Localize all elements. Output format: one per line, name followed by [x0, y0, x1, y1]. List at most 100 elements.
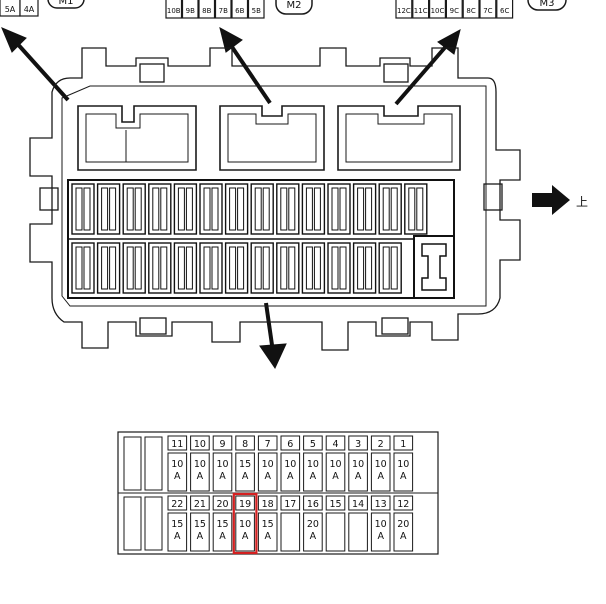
connector-m1-label: M1 — [59, 0, 74, 7]
fuse-unit: A — [264, 531, 271, 542]
fuse-number: 11 — [171, 439, 183, 450]
connector-m2-pin-box — [165, 0, 183, 19]
blade-fuse — [352, 242, 377, 294]
blade-fuse — [173, 242, 198, 294]
fuse-number: 14 — [352, 499, 364, 510]
fuse-unit: A — [377, 531, 384, 542]
blade-fuse — [250, 242, 274, 294]
fuse-unit: A — [400, 471, 407, 482]
blade-fuse — [96, 242, 121, 294]
blade-fuse — [327, 242, 351, 294]
relay-socket — [413, 235, 455, 299]
connector-m2-pin: 8B — [202, 7, 211, 15]
fuse-cell-3: 3 10A — [348, 435, 368, 492]
fuse-amperage: 15 — [262, 519, 274, 530]
fuse-unit: A — [197, 531, 204, 542]
fuse-number: 9 — [219, 439, 225, 450]
fuse-amperage: 10 — [375, 459, 387, 470]
blade-fuse — [352, 183, 377, 235]
socket-m1 — [77, 105, 197, 171]
blade-fuse — [122, 242, 146, 294]
fuse-amperage: 15 — [194, 519, 206, 530]
fuse-number: 6 — [287, 439, 293, 450]
fuse-amperage: 10 — [397, 459, 409, 470]
fuse-amperage: 15 — [171, 519, 183, 530]
fuse-amperage: 10 — [171, 459, 183, 470]
blade-fuse — [250, 183, 274, 235]
fuse-cell-21: 21 15A — [190, 495, 210, 552]
blade-fuse — [378, 242, 402, 294]
fuse-amperage: 15 — [216, 519, 228, 530]
fuse-number: 7 — [265, 439, 271, 450]
fuse-number: 18 — [262, 499, 274, 510]
fuse-unit: A — [219, 531, 226, 542]
connector-m3-pin-box — [445, 0, 463, 19]
fuse-unit: A — [174, 531, 181, 542]
fuse-amperage: 10 — [216, 459, 228, 470]
connector-m3-pin-box — [395, 0, 413, 19]
fuse-unit: A — [242, 531, 249, 542]
blade-fuse — [173, 183, 198, 235]
connector-m2-pin: 6B — [235, 7, 244, 15]
fuse-amperage: 10 — [329, 459, 341, 470]
connector-m2-pin-box — [247, 0, 265, 19]
fuse-unit: A — [242, 471, 249, 482]
fuse-unit: A — [355, 471, 362, 482]
blade-fuse — [276, 183, 300, 235]
fuse-amperage: 20 — [397, 519, 409, 530]
direction-arrow: 上 — [532, 185, 588, 215]
blade-fuse — [301, 183, 326, 235]
connector-m3-label: M3 — [540, 0, 555, 9]
fuse-number: 16 — [307, 499, 319, 510]
fuse-number: 13 — [375, 499, 387, 510]
blade-fuse — [276, 242, 300, 294]
fuse-number: 1 — [400, 439, 406, 450]
socket-m3 — [337, 105, 461, 171]
fuse-number: 19 — [239, 499, 251, 510]
connector-m2-pin-box — [198, 0, 216, 19]
fuse-cell-17: 17 — [280, 495, 301, 552]
connector-m3-pin: 11C — [414, 7, 428, 15]
fuse-highlight-box — [232, 492, 258, 555]
fuse-number: 4 — [332, 439, 338, 450]
fuse-amperage: 10 — [262, 459, 274, 470]
fuse-box-body — [29, 47, 521, 351]
fuse-amperage: 10 — [194, 459, 206, 470]
fuse-cell-14: 14 — [348, 495, 368, 552]
fuse-number: 8 — [242, 439, 248, 450]
fuse-number: 2 — [378, 439, 384, 450]
blade-fuse — [224, 183, 249, 235]
fuse-cell-1: 1 10A — [393, 435, 414, 492]
connector-m3-pin: 8C — [466, 7, 475, 15]
connector-m3-pin-box — [496, 0, 514, 19]
connector-m2-label: M2 — [287, 0, 302, 11]
fuse-unit: A — [377, 471, 384, 482]
blade-fuse — [71, 183, 95, 235]
blade-fuse — [378, 183, 402, 235]
connector-m2-pin-box — [214, 0, 232, 19]
fuse-unit: A — [264, 471, 271, 482]
connector-m3-pin: 12C — [397, 7, 411, 15]
connector-m3-pin: 10C — [431, 7, 445, 15]
fuse-cell-18: 18 15A — [257, 495, 278, 552]
connector-m1: 5A 4A M1 — [0, 0, 85, 17]
blade-fuse — [71, 242, 95, 294]
blade-fuse — [148, 183, 172, 235]
fuse-number: 21 — [194, 499, 206, 510]
connector-m3-pin-box — [479, 0, 497, 19]
fuse-number: 10 — [194, 439, 206, 450]
blade-fuse — [199, 242, 223, 294]
fuse-amperage: 10 — [375, 519, 387, 530]
blade-fuse — [327, 183, 351, 235]
connector-m3-pin: 7C — [483, 7, 492, 15]
fuse-amperage: 10 — [352, 459, 364, 470]
fuse-number: 3 — [355, 439, 361, 450]
fuse-number: 12 — [397, 499, 409, 510]
